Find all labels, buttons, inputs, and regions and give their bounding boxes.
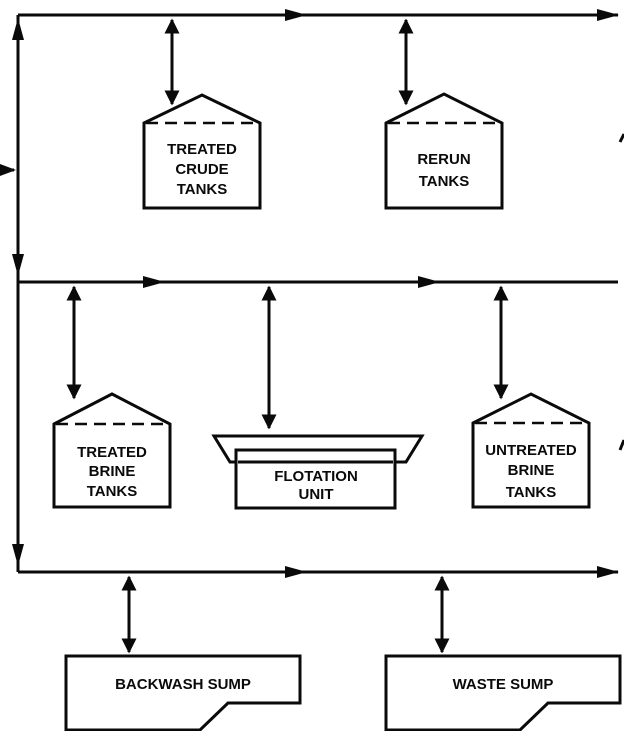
sump-label: WASTE SUMP	[453, 676, 554, 693]
sump-label: BACKWASH SUMP	[115, 676, 251, 693]
top-flow-arrow-1	[285, 9, 307, 21]
flotation-basin	[234, 448, 397, 510]
untreated-brine-tanks: UNTREATED BRINE TANKS	[471, 392, 591, 509]
tank-label-line-3: TANKS	[87, 483, 138, 500]
flotation-unit: FLOTATION UNIT	[211, 434, 425, 510]
tank-outline	[52, 392, 172, 509]
tank-label-line-3: TANKS	[506, 484, 557, 501]
tank-label-line-2: TANKS	[419, 173, 470, 190]
tank-label-line-3: TANKS	[177, 181, 228, 198]
flotation-label-line-2: UNIT	[299, 486, 334, 503]
bottom-flow-arrow-2	[597, 566, 619, 578]
left-down-arrow-1	[12, 254, 24, 276]
left-inlet-arrow	[0, 164, 16, 176]
backwash-sump: BACKWASH SUMP	[64, 654, 302, 731]
tank-label-line-1: TREATED	[77, 444, 147, 461]
tank-label-line-1: RERUN	[417, 151, 470, 168]
waste-sump: WASTE SUMP	[384, 654, 622, 731]
tank-label-line-1: UNTREATED	[485, 442, 577, 459]
left-up-arrow	[12, 18, 24, 40]
tank-label-line-2: CRUDE	[175, 161, 228, 178]
flotation-label-line-1: FLOTATION	[274, 468, 358, 485]
bottom-flow-arrow-1	[285, 566, 307, 578]
rerun-tanks: RERUN TANKS	[384, 92, 504, 210]
top-flow-arrow-2	[597, 9, 619, 21]
tank-label-line-2: BRINE	[89, 463, 136, 480]
middle-flow-arrow-2	[418, 276, 440, 288]
tank-label-line-2: BRINE	[508, 462, 555, 479]
sump-outline	[384, 654, 622, 731]
right-edge-mark-1	[618, 133, 624, 143]
sump-outline	[64, 654, 302, 731]
treated-crude-tanks: TREATED CRUDE TANKS	[142, 93, 262, 210]
right-edge-mark-2	[618, 439, 624, 451]
flow-lines	[0, 9, 624, 578]
connectors	[66, 18, 509, 654]
middle-flow-arrow-1	[143, 276, 165, 288]
left-down-arrow-2	[12, 544, 24, 566]
treated-brine-tanks: TREATED BRINE TANKS	[52, 392, 172, 509]
tank-label-line-1: TREATED	[167, 141, 237, 158]
